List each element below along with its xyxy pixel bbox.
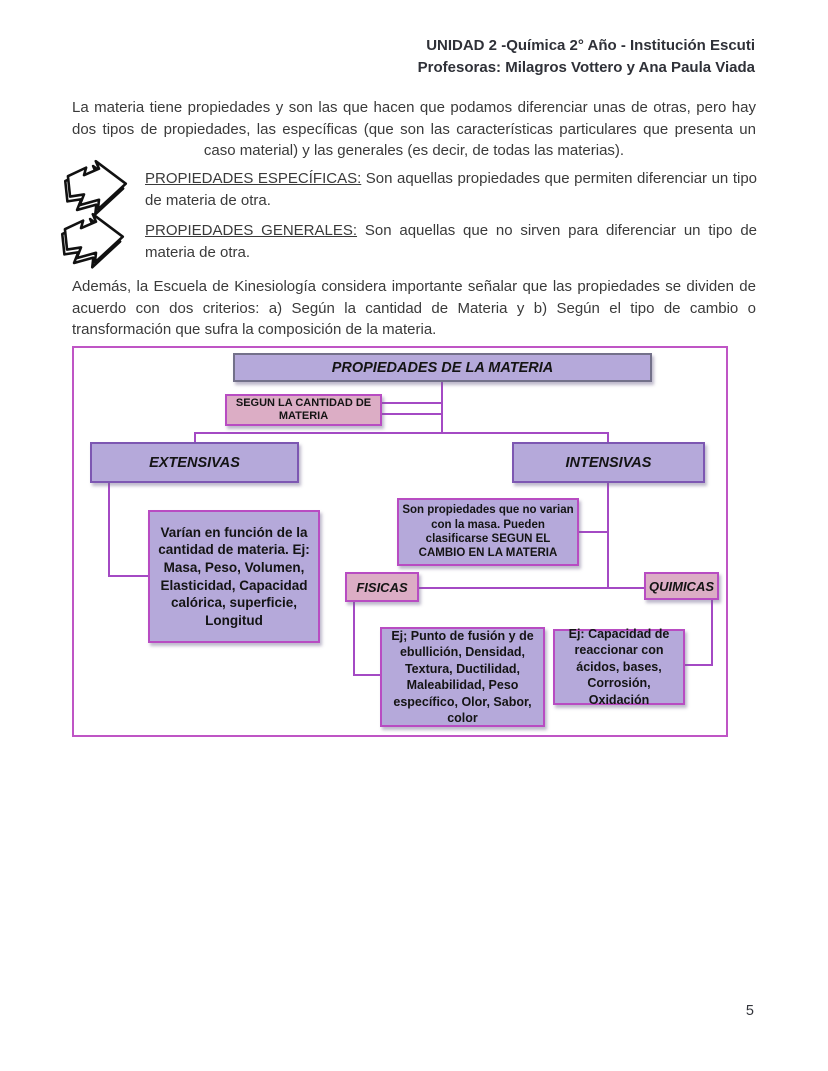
bullet-generales-label: PROPIEDADES GENERALES: [145,222,358,239]
criteria-paragraph: Además, la Escuela de Kinesiología consi… [72,278,756,338]
connector-line [711,600,713,666]
document-header: UNIDAD 2 -Química 2° Año - Institución E… [418,35,755,79]
node-quimicas: QUIMICAS [644,572,719,600]
connector-line [194,432,196,444]
node-intensivas-description: Son propiedades que no varian con la mas… [397,498,579,566]
bullet-generales-text: Son aquellas que no sirven para diferenc… [145,222,757,261]
connector-line [353,602,355,676]
arrow-3d-icon [58,158,140,218]
connector-line [194,432,609,434]
connector-line [108,483,110,577]
node-fisicas: FISICAS [345,572,419,602]
header-unit-line: UNIDAD 2 -Química 2° Año - Institución E… [426,37,755,54]
connector-line [607,483,609,589]
connector-line [441,382,443,433]
bullet-especificas-text: Son aquellas propiedades que permiten di… [145,170,757,209]
node-extensivas: EXTENSIVAS [90,442,299,483]
bullet-especificas: PROPIEDADES ESPECÍFICAS: Son aquellas pr… [145,168,757,211]
node-fisicas-examples: Ej; Punto de fusión y de ebullición, Den… [380,627,545,727]
bullet-generales: PROPIEDADES GENERALES: Son aquellas que … [145,220,757,263]
connector-line [607,432,609,444]
node-quimicas-examples: Ej: Capacidad de reaccionar con ácidos, … [553,627,685,707]
node-propiedades-de-la-materia: PROPIEDADES DE LA MATERIA [233,353,652,382]
connector-line [685,664,713,666]
node-segun-cantidad-materia: SEGUN LA CANTIDAD DE MATERIA [225,394,382,426]
connector-line [108,575,150,577]
node-intensivas: INTENSIVAS [512,442,705,483]
page-number: 5 [745,1003,754,1019]
bullet-especificas-label: PROPIEDADES ESPECÍFICAS: [145,170,362,187]
intro-paragraph: La materia tiene propiedades y son las q… [72,99,756,159]
arrow-3d-icon [55,211,137,271]
connector-line [382,413,443,415]
properties-concept-map: PROPIEDADES DE LA MATERIA SEGUN LA CANTI… [72,346,728,737]
header-professors-line: Profesoras: Milagros Vottero y Ana Paula… [417,59,755,76]
connector-line [419,587,646,589]
connector-line [579,531,609,533]
connector-line [353,674,382,676]
connector-line [382,402,443,404]
node-extensivas-description: Varían en función de la cantidad de mate… [148,510,320,643]
